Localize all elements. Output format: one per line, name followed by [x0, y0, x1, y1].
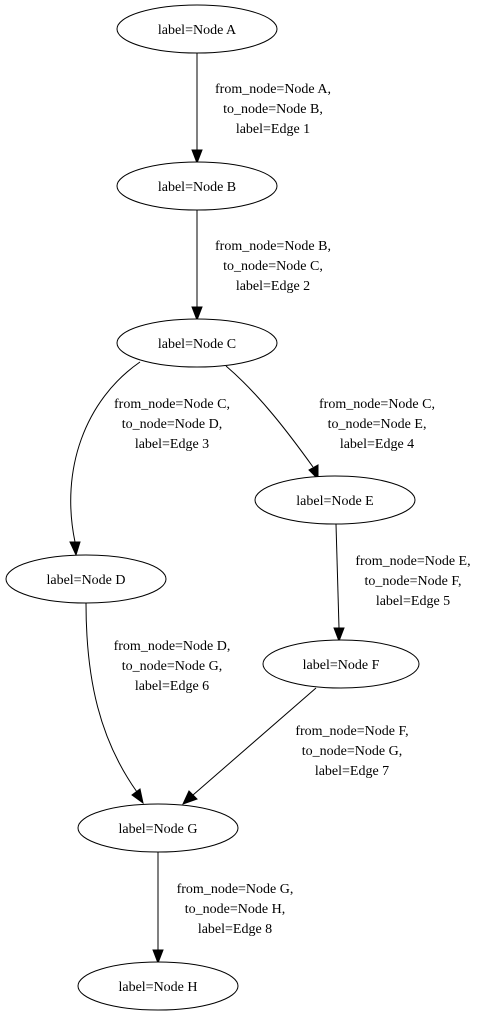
node-a: label=Node A [116, 4, 278, 54]
edge-label-line: to_node=Node C, [223, 259, 323, 274]
edge-label-line: label=Edge 1 [236, 122, 310, 137]
edge-label-6: from_node=Node D, to_node=Node G, label=… [114, 639, 231, 694]
edge-label-1: from_node=Node A, to_node=Node B, label=… [215, 82, 331, 137]
edge-label-line: to_node=Node G, [122, 659, 222, 674]
edge-label-line: from_node=Node E, [355, 554, 470, 569]
node-g: label=Node G [77, 803, 239, 853]
edge-label-2: from_node=Node B, to_node=Node C, label=… [215, 239, 331, 294]
edge-label-line: from_node=Node B, [215, 239, 331, 254]
edge-label-5: from_node=Node E, to_node=Node F, label=… [355, 554, 470, 609]
edge-label-line: label=Edge 3 [135, 437, 209, 452]
edge-label-line: from_node=Node F, [295, 724, 408, 739]
node-b: label=Node B [116, 161, 278, 211]
edge-label-line: to_node=Node F, [365, 574, 462, 589]
edge-label-line: to_node=Node H, [185, 902, 285, 917]
edge-label-line: from_node=Node C, [114, 397, 230, 412]
node-label: label=Node A [158, 23, 237, 38]
edge-label-line: from_node=Node A, [215, 82, 331, 97]
edge-label-line: to_node=Node G, [302, 744, 402, 759]
edge-label-line: label=Edge 7 [315, 764, 389, 779]
node-label: label=Node H [118, 980, 197, 995]
node-d: label=Node D [5, 554, 167, 604]
edge-label-line: label=Edge 6 [135, 679, 209, 694]
edge-label-line: to_node=Node E, [328, 417, 427, 432]
edge-label-line: from_node=Node G, [177, 882, 294, 897]
edge-label-3: from_node=Node C, to_node=Node D, label=… [114, 397, 230, 452]
node-label: label=Node F [303, 658, 380, 673]
edge-label-7: from_node=Node F, to_node=Node G, label=… [295, 724, 408, 779]
node-e: label=Node E [254, 475, 416, 525]
edge-label-line: label=Edge 4 [340, 437, 414, 452]
edge-label-8: from_node=Node G, to_node=Node H, label=… [177, 882, 294, 937]
edge-label-line: label=Edge 2 [236, 279, 310, 294]
node-label: label=Node C [158, 337, 236, 352]
edge-e-f [333, 523, 345, 643]
node-label: label=Node G [118, 822, 197, 837]
node-f: label=Node F [262, 639, 420, 689]
edge-a-b [191, 53, 203, 165]
edge-label-line: label=Edge 5 [376, 594, 450, 609]
edge-d-g [85, 602, 144, 805]
edge-label-4: from_node=Node C, to_node=Node E, label=… [319, 397, 435, 452]
edge-label-line: from_node=Node D, [114, 639, 231, 654]
edge-label-line: to_node=Node B, [223, 102, 323, 117]
node-label: label=Node B [158, 180, 236, 195]
edge-g-h [152, 852, 164, 965]
edge-f-g [182, 687, 317, 805]
node-label: label=Node E [296, 494, 373, 509]
node-c: label=Node C [116, 318, 278, 368]
edge-label-line: to_node=Node D, [122, 417, 222, 432]
node-label: label=Node D [46, 573, 125, 588]
edge-c-d [69, 361, 141, 557]
edge-label-line: label=Edge 8 [198, 922, 272, 937]
edge-c-e [225, 365, 319, 481]
node-h: label=Node H [77, 961, 239, 1011]
edge-label-line: from_node=Node C, [319, 397, 435, 412]
edge-b-c [191, 210, 203, 322]
